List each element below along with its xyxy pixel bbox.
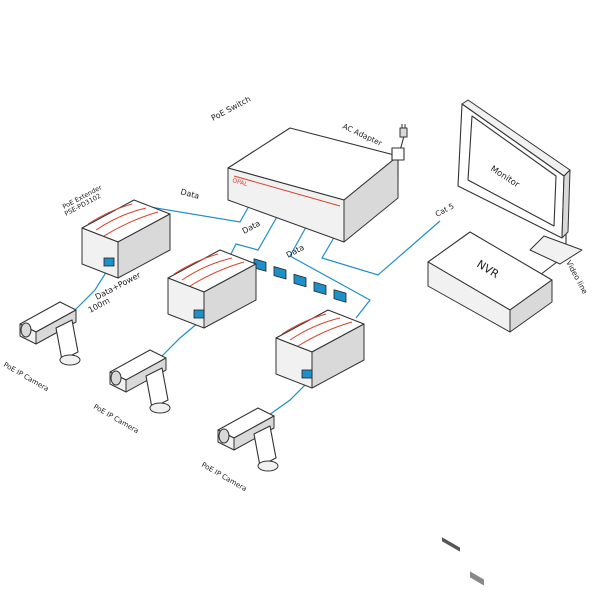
label-data-2: Data	[241, 219, 262, 236]
nvr-front-slot	[442, 537, 460, 552]
ip-camera-2	[109, 349, 171, 414]
switch-port-5	[333, 289, 347, 303]
nvr-front-panel	[470, 571, 484, 586]
label-data-3: Data	[285, 243, 306, 260]
switch-port-3	[293, 273, 307, 288]
label-camera-3: PoE IP Camera	[200, 461, 248, 493]
ac-adapter	[391, 124, 408, 161]
cable-extender-1-to-camera-1	[74, 265, 111, 311]
poe-switch: OPAL	[227, 127, 399, 303]
nvr	[427, 231, 553, 586]
switch-brand-logo: OPAL	[231, 177, 248, 188]
ip-camera-3	[217, 407, 279, 472]
switch-port-2	[273, 266, 287, 280]
label-camera-1: PoE IP Camera	[2, 361, 50, 393]
label-poe-switch: PoE Switch	[210, 94, 253, 122]
poe-extender-1	[81, 199, 171, 279]
ip-camera-1	[19, 301, 81, 366]
label-cat5: Cat 5	[434, 201, 456, 218]
extender-3-port	[301, 369, 313, 379]
extender-2-port	[193, 309, 205, 319]
label-camera-2: PoE IP Camera	[92, 403, 140, 435]
cable-switch-to-extender-2	[229, 207, 283, 257]
poe-extender-3	[275, 309, 365, 389]
label-video-line: Video line	[564, 259, 589, 296]
monitor	[457, 99, 583, 265]
cable-switch-to-nvr	[321, 220, 441, 276]
poe-extender-2	[167, 249, 257, 329]
switch-port-4	[313, 281, 327, 295]
cable-switch-to-extender-3	[289, 219, 371, 319]
label-data-1: Data	[179, 187, 200, 201]
extender-1-port	[103, 257, 115, 267]
